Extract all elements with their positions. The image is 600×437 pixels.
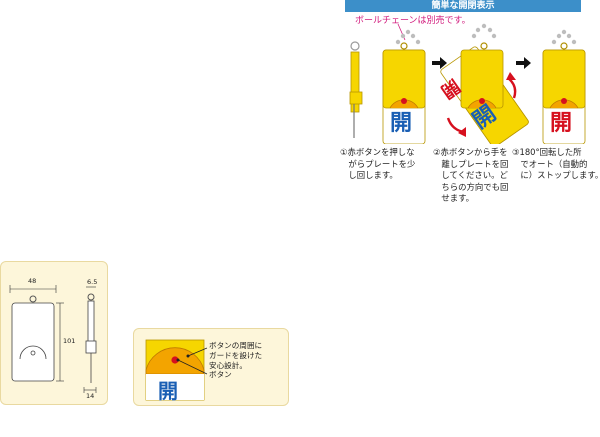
side-view-plate — [349, 41, 363, 138]
dim-width: 48 — [28, 277, 37, 285]
arrow-right-icon — [516, 57, 531, 69]
plate-step-3 — [542, 29, 586, 144]
open-close-illustration — [349, 23, 586, 144]
dimension-drawing — [9, 285, 97, 393]
dim-height: 101 — [63, 337, 76, 345]
safety-closeup-illustration — [145, 339, 208, 401]
dim-depth-top: 6.5 — [87, 278, 98, 286]
section-header: 簡単な開閉表示 — [345, 0, 581, 12]
step-2-text: ②赤ボタンから手を 離しプレートを回 してください。ど ちらの方向でも回 せます… — [433, 147, 509, 203]
step-3-text: ③180°回転した所 でオート（自動的 に）ストップします。 — [512, 147, 600, 180]
rotate-arrow-icon — [446, 117, 465, 134]
plate-1-kanji: 開 — [390, 111, 413, 136]
safety-plate-kanji: 開 — [158, 379, 178, 403]
arrow-right-icon — [432, 57, 447, 69]
step-1-text: ①赤ボタンを押しな がらプレートを少 し回します。 — [340, 147, 416, 180]
guard-callout-text: ボタンの周囲に ガードを設けた 安心設計。 — [209, 341, 263, 370]
plate-3-kanji: 開 — [550, 111, 573, 136]
dim-depth-bottom: 14 — [86, 392, 95, 400]
plate-step-1 — [382, 29, 426, 144]
plate-step-2 — [440, 23, 529, 144]
chain-note: ボールチェーンは別売です。 — [355, 16, 471, 26]
button-label-text: ボタン — [209, 370, 232, 379]
